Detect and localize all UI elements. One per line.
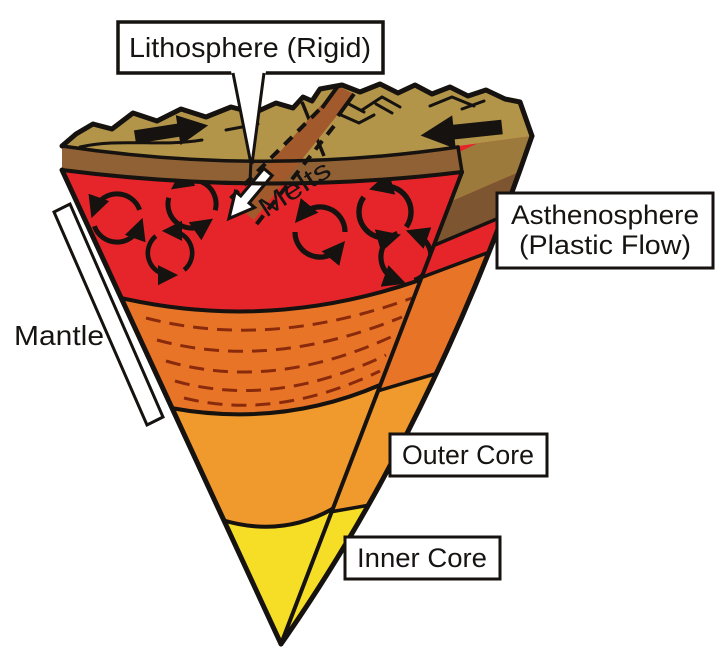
lithosphere-label: Lithosphere (Rigid): [129, 32, 371, 63]
streak-line: [165, 334, 394, 374]
mountain-ridge-line: [339, 113, 376, 125]
slab-edge-dashed: [250, 124, 336, 232]
mantle-outercore-boundary: [170, 383, 381, 417]
mountain-ridge-line: [428, 95, 476, 108]
asthenosphere-label-line2: (Plastic Flow): [519, 230, 691, 260]
streak-line: [183, 369, 381, 407]
streak-line: [145, 296, 413, 332]
crust-bottom-outline: [60, 168, 464, 186]
crust-front-side: [420, 150, 532, 248]
asthenosphere-label-box: [495, 191, 715, 270]
subducting-slab: [217, 84, 356, 232]
streak-line: [156, 315, 403, 353]
crust-band-top-outline: [60, 144, 460, 163]
wedge-left-edge: [59, 167, 284, 647]
streak-line: [174, 353, 387, 393]
mountain-ridge-line: [460, 99, 486, 111]
mantle-bracket: [52, 201, 165, 428]
crust-corner-edge: [456, 145, 464, 174]
outer-core-layer: [171, 385, 380, 644]
slab-edges: [227, 84, 356, 232]
slab-edge-dashed: [227, 108, 321, 202]
lithosphere-callout-lines: [231, 72, 266, 183]
mountain-ridge-line: [374, 102, 394, 115]
crust-top-outline: [59, 81, 535, 149]
lithosphere-callout-tail: [231, 71, 266, 166]
outer-core-label: Outer Core: [402, 440, 534, 470]
asthenosphere-label-line1: Asthenosphere: [511, 200, 699, 230]
outercore-innercore-boundary: [221, 506, 335, 529]
inner-core-label: Inner Core: [357, 543, 487, 573]
inner-core-label-box: [343, 535, 502, 581]
outer-core-label-box: [388, 432, 549, 478]
slab-edge-solid: [320, 84, 340, 110]
front-side-divider-edge: [279, 170, 464, 646]
inner-core-layer: [222, 508, 334, 644]
layer-boundary-arcs: [120, 278, 421, 529]
mountain-ridge-line: [360, 95, 402, 112]
asthenosphere-mantle-boundary: [120, 278, 421, 314]
lithosphere-label-box: [116, 20, 385, 75]
slab-edge-solid: [336, 92, 356, 118]
mantle-streak-lines: [145, 296, 413, 407]
mantle-label: Mantle: [14, 320, 104, 351]
